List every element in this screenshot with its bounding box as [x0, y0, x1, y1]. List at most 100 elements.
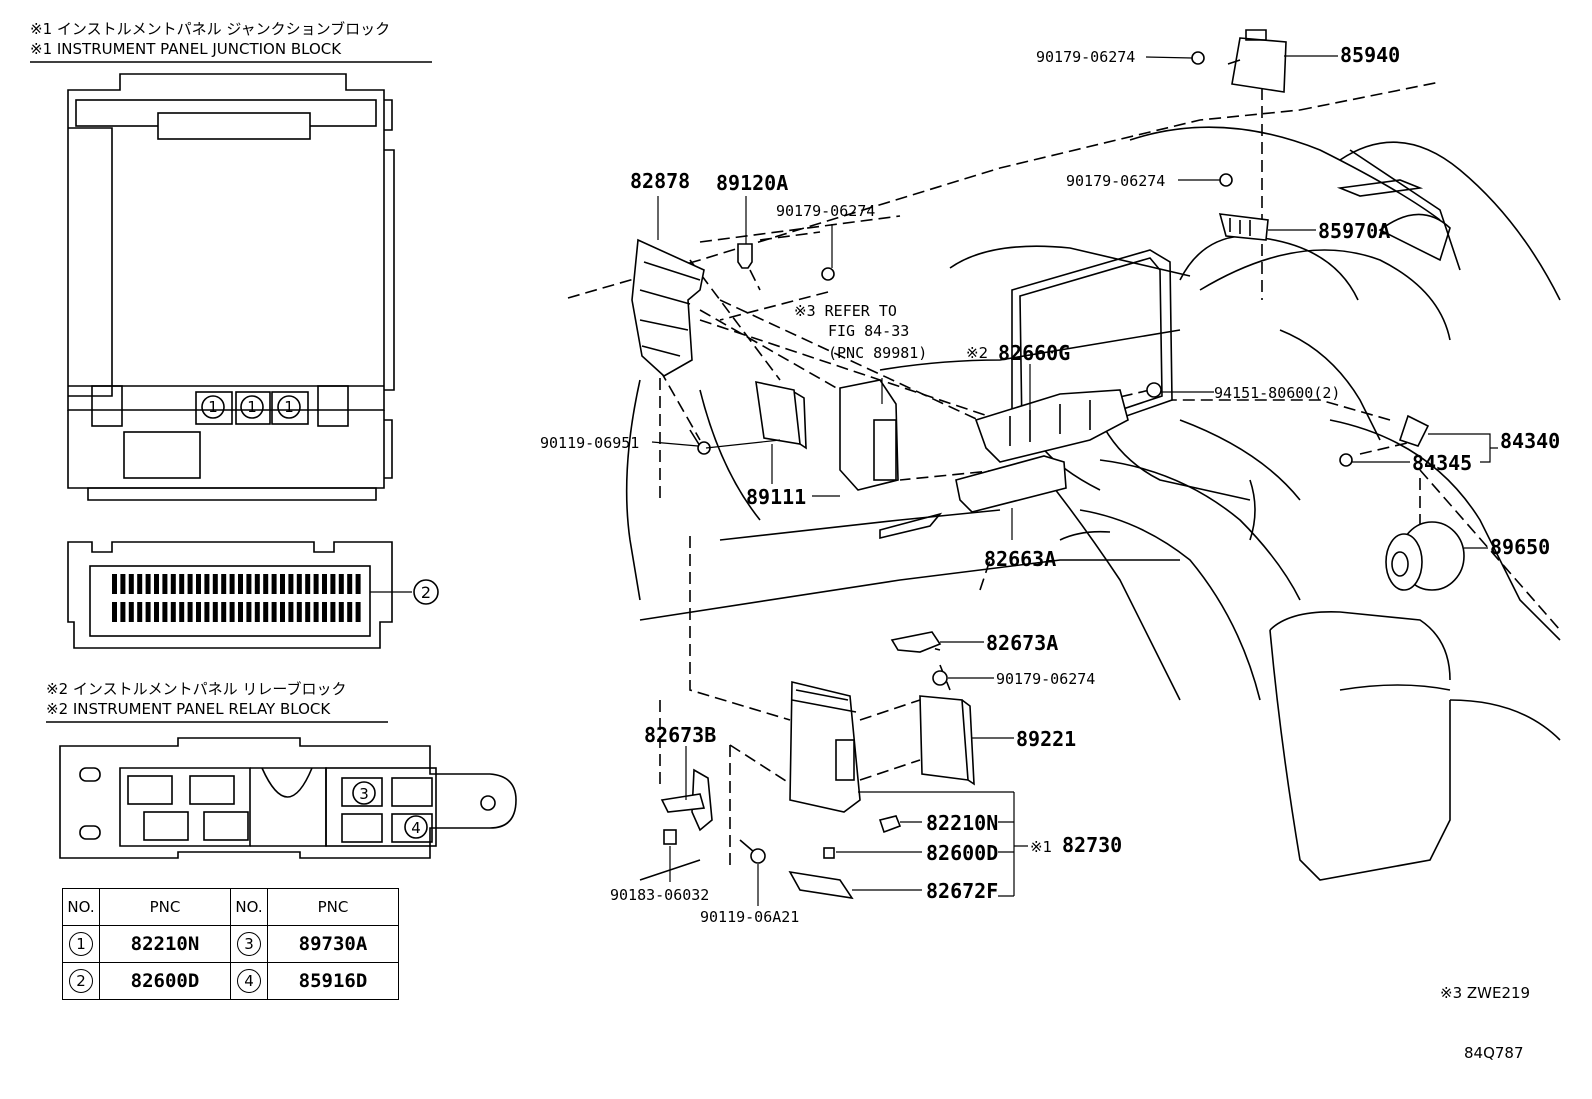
- junction-block-front-view: [67, 73, 395, 501]
- connector-slot: [246, 602, 252, 622]
- part-82878-bracket: [631, 238, 705, 377]
- callout-1-b: 1: [240, 395, 264, 419]
- callout-1-c: 1: [277, 395, 301, 419]
- callout-1-a: 1: [201, 395, 225, 419]
- row-no: 2: [69, 969, 93, 993]
- label-94151-80600: 94151-80600(2): [1214, 384, 1340, 402]
- connector-slot: [170, 574, 176, 594]
- svg-text:4: 4: [411, 819, 421, 837]
- connector-slot: [196, 574, 201, 594]
- table-row: 1 82210N 3 89730A: [62, 925, 399, 963]
- connector-slot: [322, 602, 327, 622]
- connector-slot: [120, 574, 126, 594]
- connector-slot: [187, 574, 193, 594]
- connector-slot: [280, 602, 285, 622]
- label-84340: 84340: [1500, 429, 1560, 453]
- connector-slot: [238, 574, 243, 594]
- connector-slot: [296, 574, 302, 594]
- part-82673A-bracket: [890, 631, 942, 653]
- connector-slot: [154, 574, 159, 594]
- connector-slot: [221, 574, 227, 594]
- leader-lines: [651, 55, 1498, 906]
- part-90183-clip: [663, 829, 677, 845]
- figure-code: 84Q787: [1464, 1044, 1524, 1062]
- connector-slot: [212, 574, 218, 594]
- part-nut-94151: [1146, 382, 1162, 398]
- label-85940: 85940: [1340, 43, 1400, 67]
- connector-slot: [137, 602, 143, 622]
- connector-slot: [338, 574, 344, 594]
- label-90179-06274-low: 90179-06274: [996, 670, 1095, 688]
- connector-slot: [162, 602, 168, 622]
- label-89120A: 89120A: [716, 171, 788, 195]
- connector-slot: [263, 602, 269, 622]
- row-no: 1: [69, 932, 93, 956]
- connector-slot: [162, 574, 168, 594]
- connector-slot: [296, 602, 302, 622]
- connector-slot: [330, 574, 336, 594]
- connector-slot: [271, 602, 277, 622]
- part-82673B-bracket: [660, 768, 713, 832]
- connector-slot: [145, 574, 151, 594]
- row-no: 4: [237, 969, 261, 993]
- part-screw-90119-06951: [689, 429, 711, 455]
- part-85940-module: [1191, 29, 1287, 93]
- header-no-b: NO.: [230, 888, 268, 926]
- label-89221: 89221: [1016, 727, 1076, 751]
- part-nut-a: [821, 267, 835, 281]
- part-82600D-fuse: [823, 847, 835, 859]
- connector-slot: [313, 602, 319, 622]
- part-nut-mid: [1219, 173, 1233, 187]
- header-pnc-a: PNC: [99, 888, 231, 926]
- label-90179-06274-a: 90179-06274: [776, 202, 875, 220]
- label-90183-06032: 90183-06032: [610, 886, 709, 904]
- rb-note-jp: ※2 インストルメントパネル リレーブロック: [46, 680, 346, 698]
- connector-slot: [254, 602, 260, 622]
- connector-slot: [179, 574, 185, 594]
- label-82672F: 82672F: [926, 879, 998, 903]
- connector-slot: [196, 602, 201, 622]
- part-screw-90119-06A21: [739, 839, 766, 864]
- part-82672F-cover: [788, 870, 854, 900]
- label-85970A: 85970A: [1318, 219, 1390, 243]
- svg-text:1: 1: [284, 398, 294, 416]
- row-pnc: 82210N: [99, 925, 231, 963]
- row-no: 3: [237, 932, 261, 956]
- connector-slot: [238, 602, 243, 622]
- connector-slot: [322, 574, 327, 594]
- pnc-table: NO. PNC NO. PNC 1 82210N 3 89730A 2 8260…: [62, 888, 399, 1000]
- connector-slot: [187, 602, 193, 622]
- row-pnc: 85916D: [267, 962, 399, 1000]
- label-82660G: 82660G: [998, 341, 1070, 365]
- connector-slot: [288, 602, 294, 622]
- part-85970A-bracket: [1218, 213, 1269, 241]
- jb-note-jp: ※1 インストルメントパネル ジャンクションブロック: [30, 20, 390, 38]
- connector-slot: [246, 574, 252, 594]
- connector-slot: [112, 574, 117, 594]
- label-90119-06951: 90119-06951: [540, 434, 639, 452]
- svg-text:1: 1: [247, 398, 257, 416]
- connector-slot: [254, 574, 260, 594]
- part-89650-buzzer: [1385, 521, 1465, 591]
- callout-3: 3: [352, 781, 376, 805]
- connector-slot: [355, 602, 361, 622]
- svg-text:3: 3: [359, 785, 369, 803]
- label-82673B: 82673B: [644, 723, 716, 747]
- mark-2: ※2: [966, 344, 988, 362]
- connector-slot: [355, 574, 361, 594]
- svg-text:2: 2: [421, 583, 431, 602]
- connector-slot: [305, 574, 311, 594]
- connector-slot: [271, 574, 277, 594]
- rb-note-en: ※2 INSTRUMENT PANEL RELAY BLOCK: [46, 700, 331, 718]
- connector-slot: [179, 602, 185, 622]
- label-82600D: 82600D: [926, 841, 998, 865]
- mark-1: ※1: [1030, 838, 1052, 856]
- footnote-zwe219: ※3 ZWE219: [1440, 984, 1530, 1002]
- connector-slot: [338, 602, 344, 622]
- refer-line-2: FIG 84-33: [828, 322, 909, 340]
- label-82663A: 82663A: [984, 547, 1056, 571]
- connector-slot: [221, 602, 227, 622]
- label-90179-06274-top: 90179-06274: [1036, 48, 1135, 66]
- label-82210N: 82210N: [926, 811, 998, 835]
